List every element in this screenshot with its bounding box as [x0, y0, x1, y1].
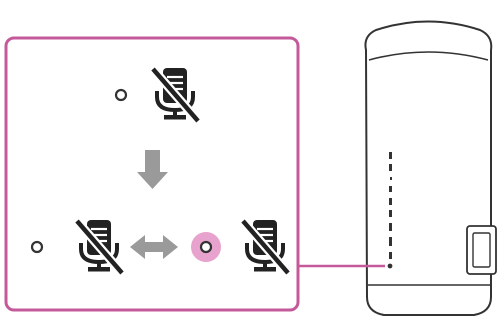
arrow-down-icon: [137, 150, 168, 189]
callout-frame: [4, 36, 300, 312]
speaker-indicator-icon: [389, 252, 392, 259]
speaker-body: [364, 20, 493, 316]
mic-muted-icon: [77, 220, 122, 273]
speaker-indicator-icon: [389, 237, 392, 246]
mic-indicator-off: [30, 240, 44, 254]
mic-off-icon: [389, 223, 392, 231]
speaker-top-rim: [368, 51, 489, 61]
mic-off-indicator-lamp: [387, 263, 393, 269]
power-icon: [389, 152, 392, 159]
minus-icon: [390, 177, 392, 180]
mic-muted-icon: [153, 68, 198, 121]
mic-indicator-off: [114, 88, 128, 102]
speaker-control-panel: [387, 152, 393, 269]
speaker-device: [364, 20, 497, 316]
bidirectional-arrow-icon: [130, 235, 178, 259]
plus-icon: [389, 186, 392, 192]
mic-muted-icon: [243, 220, 288, 273]
callout-panel: [4, 36, 385, 312]
party-connect-icon: [389, 210, 392, 217]
speaker-port-cover: [466, 225, 497, 275]
mic-indicator-lit: [199, 240, 213, 254]
play-pause-icon: [389, 198, 392, 205]
bluetooth-icon: [389, 164, 392, 171]
